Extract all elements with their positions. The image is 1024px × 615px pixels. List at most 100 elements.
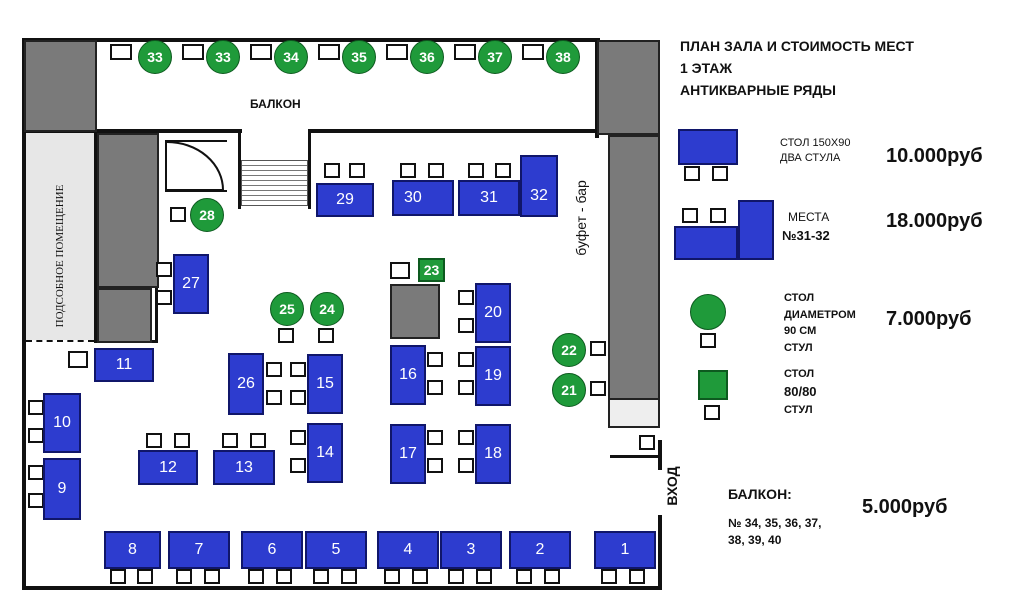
balcony-chair [250,44,272,60]
wall-stair-right [308,129,311,209]
chair [427,458,443,473]
wall-utility-dashed [26,340,94,342]
balcony-chair [454,44,476,60]
table-14: 14 [307,423,343,483]
stairs [241,160,308,206]
chair [458,430,474,445]
chair [458,458,474,473]
balcony-table-33b: 33 [206,40,240,74]
table-23: 23 [418,258,445,282]
chair [684,166,700,181]
wall-stair-left [238,129,241,209]
legend-balcony-price: 5.000руб [862,496,948,518]
balcony-table-35: 35 [342,40,376,74]
chair [458,380,474,395]
chair [390,262,410,279]
chair [427,430,443,445]
balcony-table-38: 38 [546,40,580,74]
chair [28,493,44,508]
wall-top [22,38,600,42]
chair [313,569,329,584]
chair [174,433,190,448]
legend-round-line2: ДИАМЕТРОМ [784,309,856,321]
balcony-table-36: 36 [410,40,444,74]
pillar-center [390,284,440,339]
buffet-label: буфет - бар [573,180,589,256]
chair [704,405,720,420]
balcony-chair [522,44,544,60]
legend-round-line1: СТОЛ [784,292,815,304]
chair [448,569,464,584]
legend-square-line2: 80/80 [784,384,817,399]
table-8: 8 [104,531,161,569]
stage-column [97,133,159,288]
table-19: 19 [475,346,511,406]
table-22: 22 [552,333,586,367]
legend-rect-table-icon [678,129,738,165]
chair [544,569,560,584]
chair [468,163,484,178]
chair [341,569,357,584]
table-15: 15 [307,354,343,414]
chair [156,262,172,277]
table-13: 13 [213,450,275,485]
chair [276,569,292,584]
chair [495,163,511,178]
table-18: 18 [475,424,511,484]
legend-round-line4: СТУЛ [784,342,813,354]
chair [516,569,532,584]
chair [290,458,306,473]
table-7: 7 [168,531,230,569]
legend-square-table-icon [698,370,728,400]
chair [290,390,306,405]
chair [28,428,44,443]
chair [712,166,728,181]
chair [700,333,716,348]
balcony-chair [386,44,408,60]
balcony-label: БАЛКОН [250,97,301,111]
table-11: 11 [94,348,154,382]
chair [204,569,220,584]
table-25: 25 [270,292,304,326]
utility-label: ПОДСОБНОЕ ПОМЕЩЕНИЕ [54,184,66,328]
wall-left [22,38,26,590]
chair [248,569,264,584]
chair [290,430,306,445]
balcony-table-34: 34 [274,40,308,74]
chair [137,569,153,584]
chair [412,569,428,584]
table-31: 31 [458,180,520,216]
chair [170,207,186,222]
table-32: 32 [520,155,558,217]
balcony-table-33a: 33 [138,40,172,74]
chair [28,465,44,480]
table-2: 2 [509,531,571,569]
chair [639,435,655,450]
chair [458,318,474,333]
chair [176,569,192,584]
table-1: 1 [594,531,656,569]
wall-balcony [22,129,242,133]
legend-balcony-line2: 38, 39, 40 [728,533,782,547]
legend-seats-line2: №31-32 [782,228,830,243]
chair [400,163,416,178]
column-top-left [24,40,97,132]
legend-balcony-line1: № 34, 35, 36, 37, [728,516,822,530]
chair [601,569,617,584]
table-12: 12 [138,450,198,485]
chair [590,341,606,356]
chair [428,163,444,178]
legend-balcony-title: БАЛКОН: [728,486,792,502]
table-16: 16 [390,345,426,405]
table-24: 24 [310,292,344,326]
legend-round-price: 7.000руб [886,308,972,330]
stage-block [97,288,152,343]
table-21: 21 [552,373,586,407]
legend-round-line3: 90 СМ [784,325,817,337]
legend-square-line3: СТУЛ [784,404,813,416]
table-4: 4 [377,531,439,569]
table-17: 17 [390,424,426,484]
chair [266,390,282,405]
chair [266,362,282,377]
chair [384,569,400,584]
